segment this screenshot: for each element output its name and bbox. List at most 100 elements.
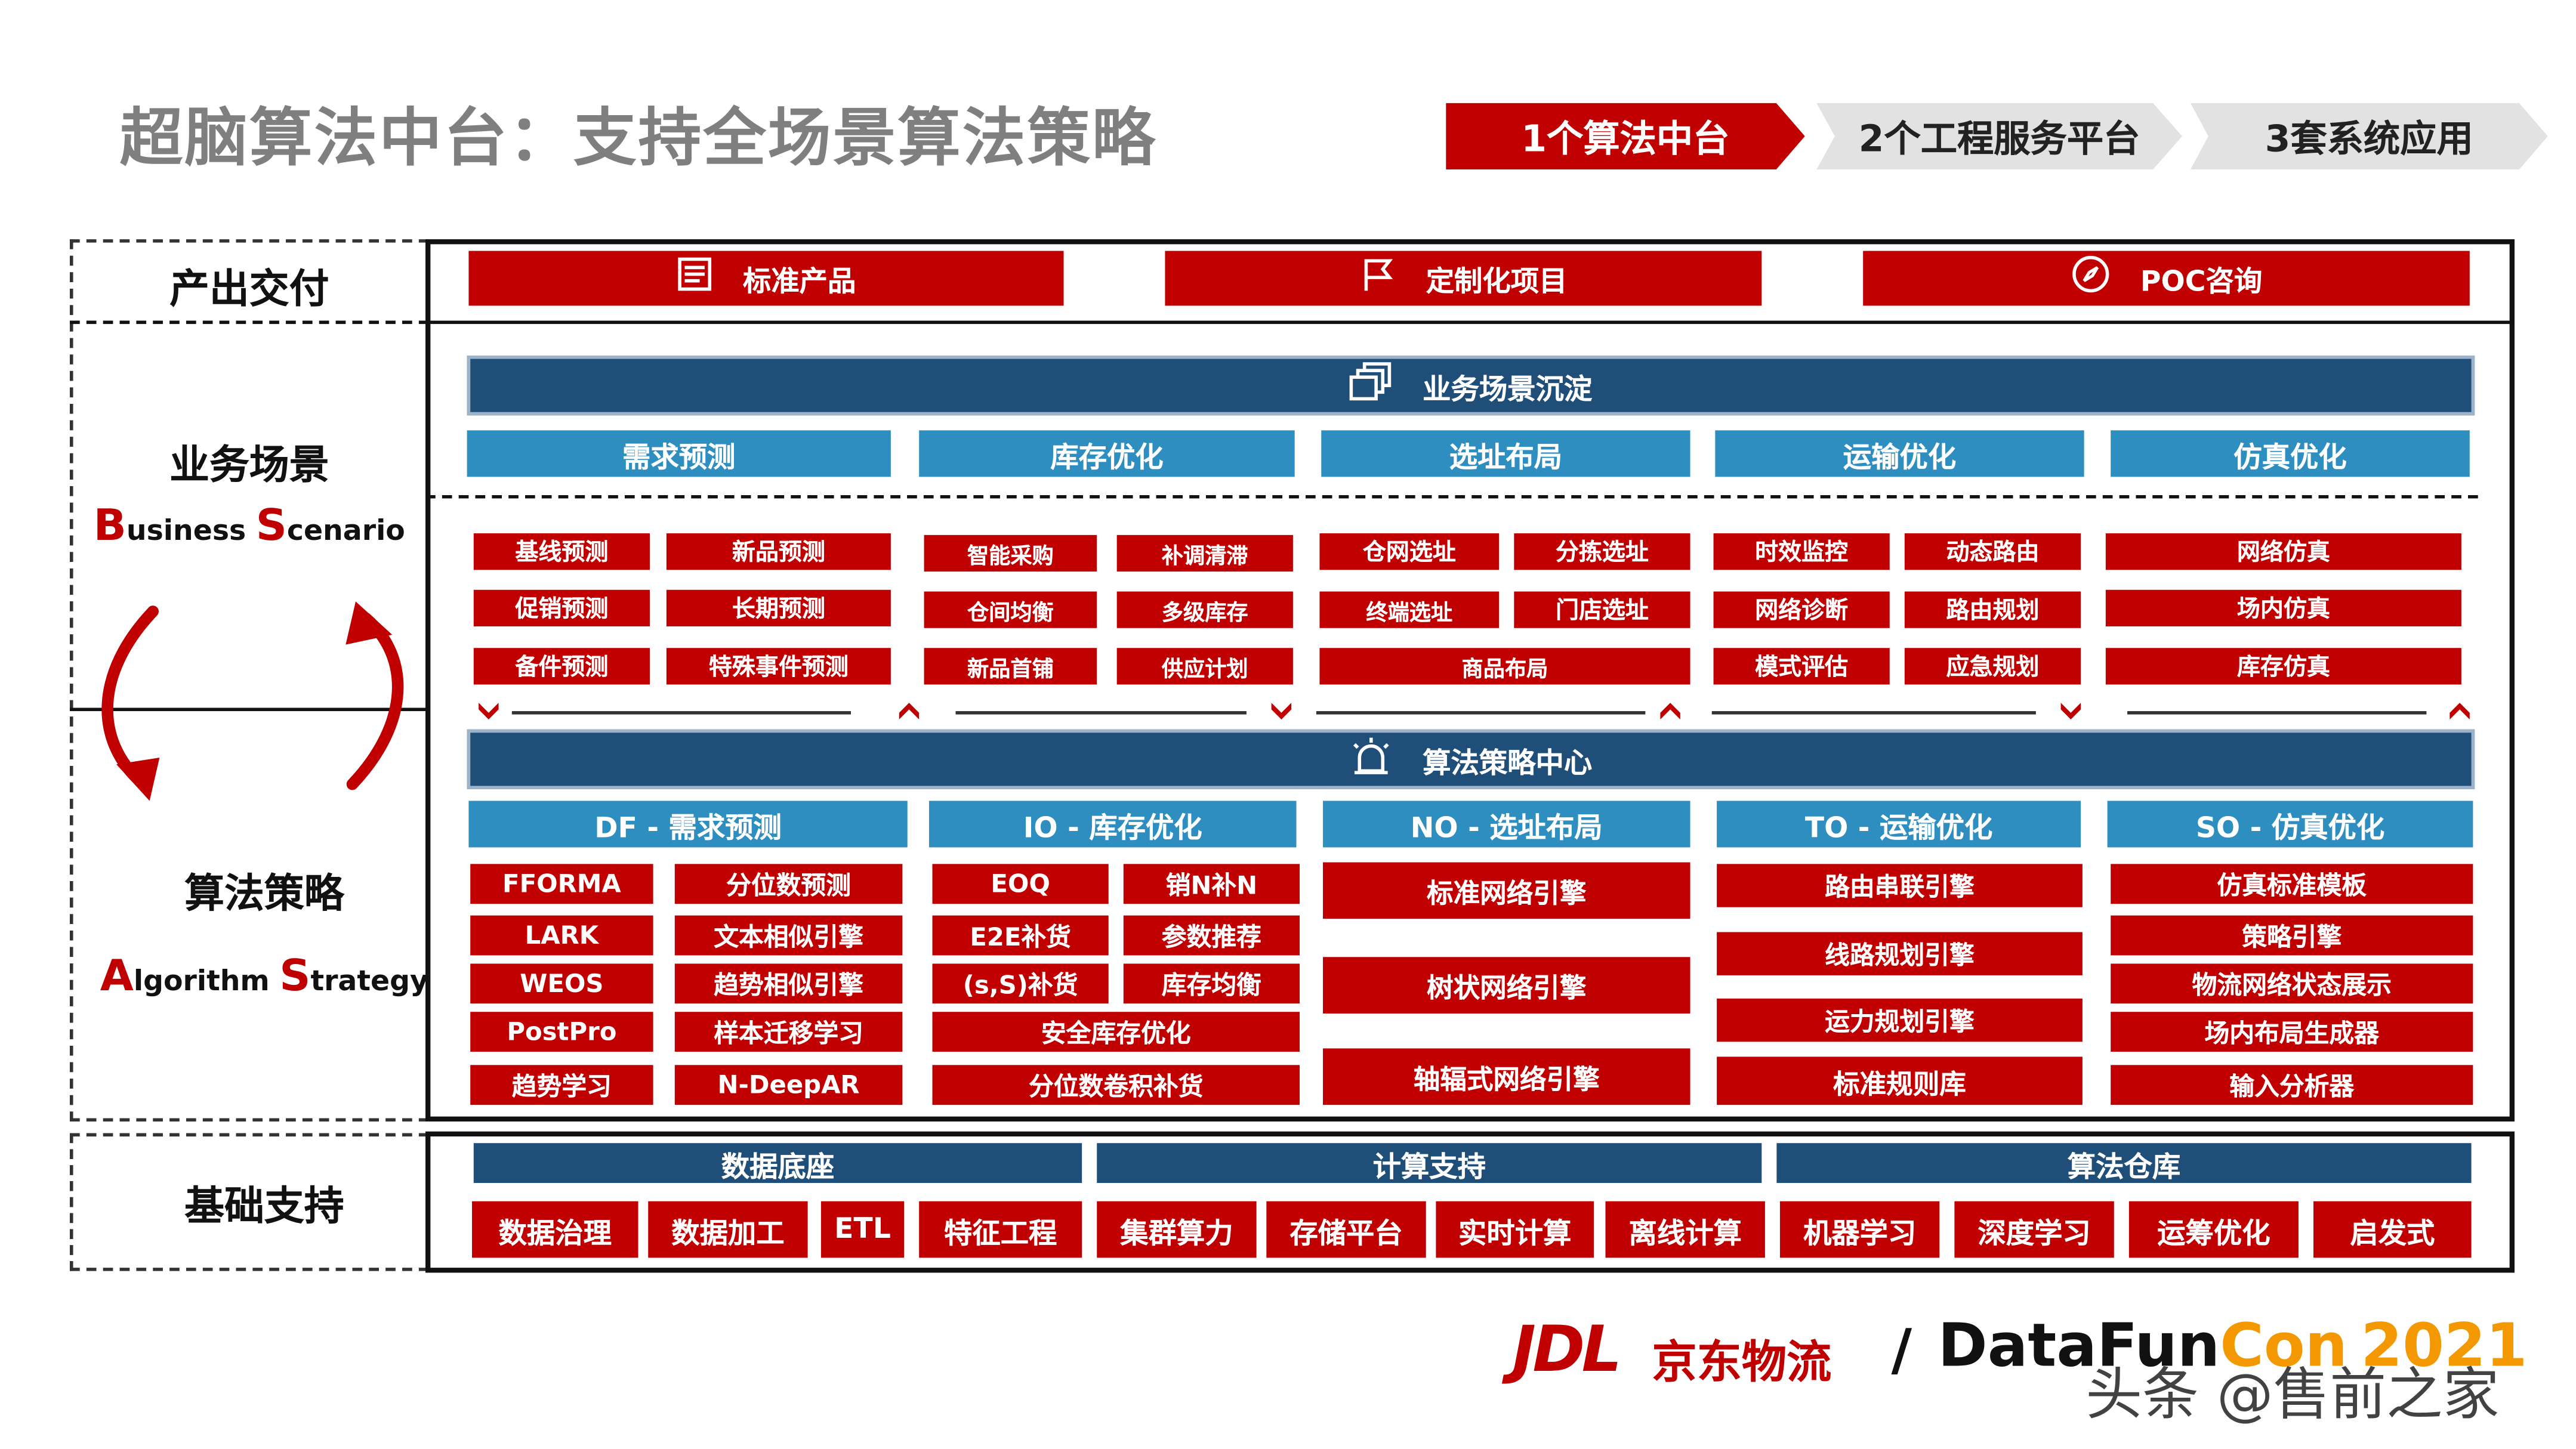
basic-item[interactable]: 运筹优化 — [2128, 1201, 2299, 1258]
business-category-simulation[interactable]: 仿真优化 — [2111, 430, 2470, 477]
basic-group-algorithm-repo[interactable]: 算法仓库 — [1776, 1143, 2472, 1184]
business-item[interactable]: 路由规划 — [1904, 591, 2081, 628]
algo-category-no[interactable]: NO - 选址布局 — [1323, 801, 1690, 848]
business-category-demand[interactable]: 需求预测 — [467, 430, 891, 477]
algo-item[interactable]: 销N补N — [1123, 864, 1300, 904]
separator-line — [511, 711, 852, 715]
business-item[interactable]: 基线预测 — [473, 533, 650, 570]
business-item[interactable]: 库存仿真 — [2105, 648, 2461, 685]
row-label-business-en: Business Scenario — [93, 502, 405, 552]
algo-item[interactable]: EOQ — [932, 864, 1109, 904]
algo-item[interactable]: 路由串联引擎 — [1717, 864, 2083, 907]
row-label-basic: 基础支持 — [184, 1183, 344, 1230]
algo-item[interactable]: 物流网络状态展示 — [2111, 963, 2473, 1004]
business-item[interactable]: 时效监控 — [1713, 533, 1890, 570]
basic-item[interactable]: 存储平台 — [1266, 1201, 1426, 1258]
algo-item[interactable]: 线路规划引擎 — [1717, 932, 2083, 975]
algo-item[interactable]: PostPro — [470, 1012, 653, 1052]
algo-item[interactable]: 运力规划引擎 — [1717, 998, 2083, 1042]
basic-item[interactable]: 数据加工 — [648, 1201, 808, 1258]
step-3-system-applications[interactable]: 3套系统应用 — [2190, 103, 2548, 170]
business-item[interactable]: 模式评估 — [1713, 648, 1890, 685]
business-item[interactable]: 场内仿真 — [2105, 589, 2461, 627]
basic-item[interactable]: 机器学习 — [1779, 1201, 1940, 1258]
algo-item[interactable]: 仿真标准模板 — [2111, 864, 2473, 904]
business-item[interactable]: 长期预测 — [666, 589, 891, 627]
business-item[interactable]: 动态路由 — [1904, 533, 2081, 570]
basic-item[interactable]: 离线计算 — [1605, 1201, 1765, 1258]
algo-item[interactable]: 树状网络引擎 — [1323, 957, 1690, 1014]
algo-item[interactable]: LARK — [470, 915, 653, 956]
basic-item[interactable]: 数据治理 — [471, 1201, 638, 1258]
algo-category-to[interactable]: TO - 运输优化 — [1717, 801, 2081, 848]
basic-item[interactable]: 特征工程 — [919, 1201, 1082, 1258]
business-item[interactable]: 仓网选址 — [1319, 533, 1500, 570]
algo-item[interactable]: 样本迁移学习 — [674, 1012, 903, 1052]
algo-item[interactable]: 标准网络引擎 — [1323, 862, 1690, 919]
business-category-inventory[interactable]: 库存优化 — [919, 430, 1295, 477]
business-item[interactable]: 特殊事件预测 — [666, 648, 891, 685]
algorithm-strategy-header: 算法策略中心 — [467, 729, 2475, 789]
business-item[interactable]: 备件预测 — [473, 648, 650, 685]
document-icon — [677, 256, 713, 301]
row-label-delivery: 产出交付 — [169, 265, 329, 313]
algo-category-df[interactable]: DF - 需求预测 — [468, 801, 908, 848]
algo-item[interactable]: 场内布局生成器 — [2111, 1012, 2473, 1052]
basic-item[interactable]: 实时计算 — [1436, 1201, 1594, 1258]
business-category-transport[interactable]: 运输优化 — [1715, 430, 2084, 477]
algo-item[interactable]: (s,S)补货 — [932, 963, 1109, 1004]
basic-group-data[interactable]: 数据底座 — [473, 1143, 1082, 1184]
algo-category-io[interactable]: IO - 库存优化 — [928, 801, 1297, 848]
cycle-arrows-icon — [101, 601, 404, 801]
algo-item[interactable]: 输入分析器 — [2111, 1065, 2473, 1105]
basic-item[interactable]: 启发式 — [2313, 1201, 2472, 1258]
algo-item[interactable]: 轴辐式网络引擎 — [1323, 1048, 1690, 1105]
algo-item[interactable]: 分位数预测 — [674, 864, 903, 904]
separator-line — [955, 711, 1247, 715]
business-item[interactable]: 门店选址 — [1514, 591, 1690, 628]
algo-category-so[interactable]: SO - 仿真优化 — [2107, 801, 2473, 848]
business-item[interactable]: 新品首铺 — [924, 648, 1097, 685]
main-frame-bottom — [425, 1131, 2515, 1273]
business-item[interactable]: 多级库存 — [1116, 591, 1293, 628]
algo-item[interactable]: 库存均衡 — [1123, 963, 1300, 1004]
algo-item[interactable]: 分位数卷积补货 — [932, 1065, 1300, 1105]
business-scenario-header: 业务场景沉淀 — [467, 356, 2475, 416]
basic-item[interactable]: 深度学习 — [1954, 1201, 2114, 1258]
business-item[interactable]: 供应计划 — [1116, 648, 1293, 685]
business-item[interactable]: 补调清滞 — [1116, 535, 1293, 572]
business-item[interactable]: 新品预测 — [666, 533, 891, 570]
algo-item[interactable]: 安全库存优化 — [932, 1012, 1300, 1052]
business-item[interactable]: 应急规划 — [1904, 648, 2081, 685]
algo-item[interactable]: 趋势学习 — [470, 1065, 653, 1105]
algo-item[interactable]: WEOS — [470, 963, 653, 1004]
business-item[interactable]: 智能采购 — [924, 535, 1097, 572]
algo-item[interactable]: 标准规则库 — [1717, 1056, 2083, 1105]
business-item[interactable]: 商品布局 — [1319, 648, 1690, 685]
basic-item[interactable]: 集群算力 — [1097, 1201, 1257, 1258]
algo-item[interactable]: N-DeepAR — [674, 1065, 903, 1105]
business-category-location[interactable]: 选址布局 — [1321, 430, 1690, 477]
algo-item[interactable]: 策略引擎 — [2111, 915, 2473, 956]
algo-item[interactable]: E2E补货 — [932, 915, 1109, 956]
algo-item[interactable]: 文本相似引擎 — [674, 915, 903, 956]
algo-item[interactable]: 趋势相似引擎 — [674, 963, 903, 1004]
business-item[interactable]: 网络仿真 — [2105, 533, 2461, 570]
basic-group-compute[interactable]: 计算支持 — [1097, 1143, 1762, 1184]
delivery-standard-product[interactable]: 标准产品 — [468, 251, 1064, 306]
business-item[interactable]: 分拣选址 — [1514, 533, 1690, 570]
step-1-algorithm-platform[interactable]: 1个算法中台 — [1446, 103, 1805, 170]
basic-item[interactable]: ETL — [820, 1201, 905, 1258]
business-item[interactable]: 仓间均衡 — [924, 591, 1097, 628]
business-item[interactable]: 网络诊断 — [1713, 591, 1890, 628]
step-2-engineering-platforms[interactable]: 2个工程服务平台 — [1816, 103, 2182, 170]
algo-item[interactable]: 参数推荐 — [1123, 915, 1300, 956]
business-item[interactable]: 终端选址 — [1319, 591, 1500, 628]
delivery-custom-project[interactable]: 定制化项目 — [1165, 251, 1762, 306]
jd-logistics-logo-text: 京东物流 — [1652, 1337, 1832, 1389]
delivery-poc-consulting[interactable]: POC咨询 — [1863, 251, 2470, 306]
algo-item[interactable]: FFORMA — [470, 864, 653, 904]
business-item[interactable]: 促销预测 — [473, 589, 650, 627]
left-frame-divider — [69, 320, 429, 325]
